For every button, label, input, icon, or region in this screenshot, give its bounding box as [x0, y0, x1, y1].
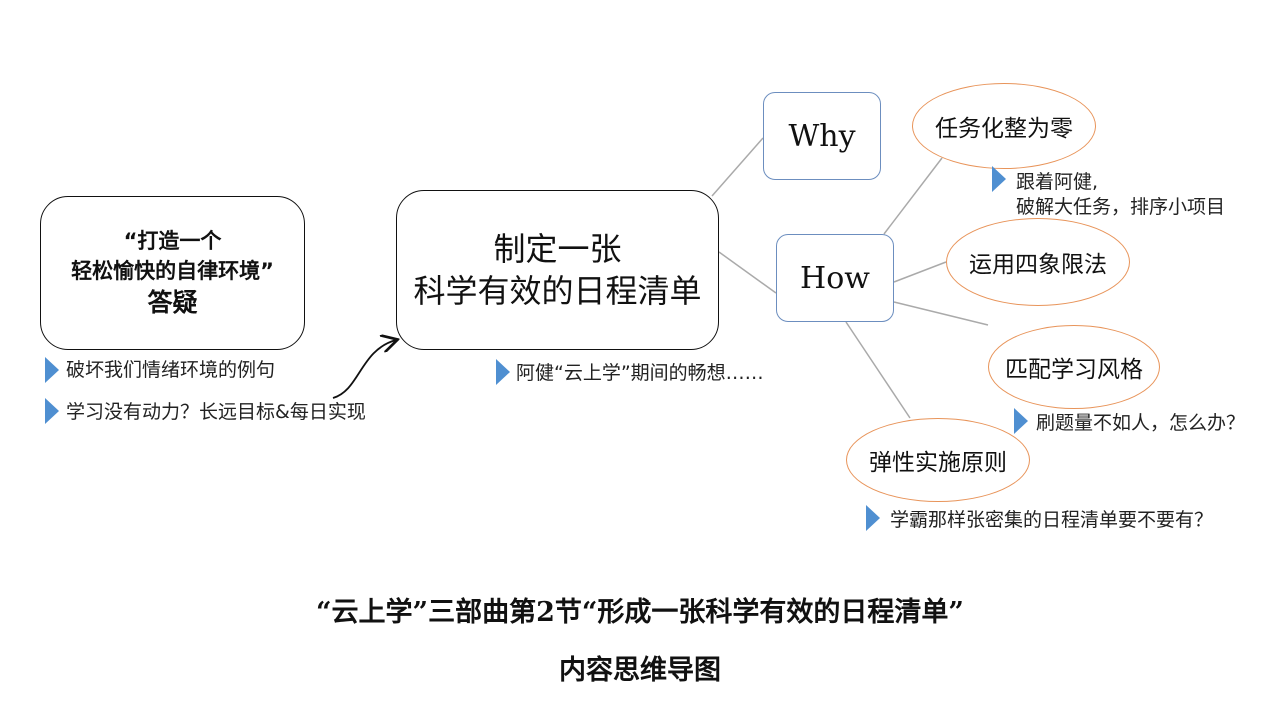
oval-flexible-principle: 弹性实施原则 — [846, 418, 1030, 502]
line-center-how — [718, 251, 777, 294]
line-how-oval1 — [883, 157, 943, 235]
node-why: Why — [763, 92, 881, 180]
curved-arrow — [332, 340, 396, 399]
note-oval1-line2: 破解大任务，排序小项目 — [1016, 196, 1226, 218]
note-center: 阿健“云上学”期间的畅想…… — [516, 362, 764, 384]
line-how-oval4 — [845, 321, 911, 419]
note-left-2: 学习没有动力？长远目标&每日实现 — [66, 401, 366, 423]
node-left-line1: “打造一个 — [123, 229, 222, 253]
node-left-line3: 答疑 — [147, 288, 198, 317]
node-how: How — [776, 234, 894, 322]
node-center-line2: 科学有效的日程清单 — [413, 272, 702, 310]
bullet-triangle-icon — [992, 166, 1006, 192]
oval-learning-style: 匹配学习风格 — [988, 325, 1160, 409]
bullet-triangle-icon — [45, 398, 59, 424]
footer-subtitle: 内容思维导图 — [559, 655, 721, 686]
line-how-oval3 — [893, 301, 989, 326]
oval-task-breakdown: 任务化整为零 — [912, 83, 1096, 169]
note-left-1: 破坏我们情绪环境的例句 — [66, 359, 276, 381]
line-how-oval2 — [893, 261, 947, 283]
bullet-triangle-icon — [496, 359, 510, 385]
node-schedule-list: 制定一张 科学有效的日程清单 — [396, 190, 719, 350]
node-left-line2: 轻松愉快的自律环境” — [71, 259, 274, 283]
bullet-triangle-icon — [45, 357, 59, 383]
line-center-why — [711, 137, 764, 197]
note-oval1-line1: 跟着阿健, — [1016, 171, 1099, 193]
node-self-discipline-qa: “打造一个 轻松愉快的自律环境” 答疑 — [40, 196, 305, 350]
note-oval3: 刷题量不如人，怎么办？ — [1036, 412, 1246, 434]
footer-title: “云上学”三部曲第2节“形成一张科学有效的日程清单” — [316, 597, 964, 628]
bullet-triangle-icon — [866, 505, 880, 531]
oval-four-quadrant: 运用四象限法 — [946, 218, 1130, 306]
node-center-line1: 制定一张 — [493, 230, 622, 268]
bullet-triangle-icon — [1014, 408, 1028, 434]
note-oval4: 学霸那样张密集的日程清单要不要有？ — [890, 509, 1214, 531]
